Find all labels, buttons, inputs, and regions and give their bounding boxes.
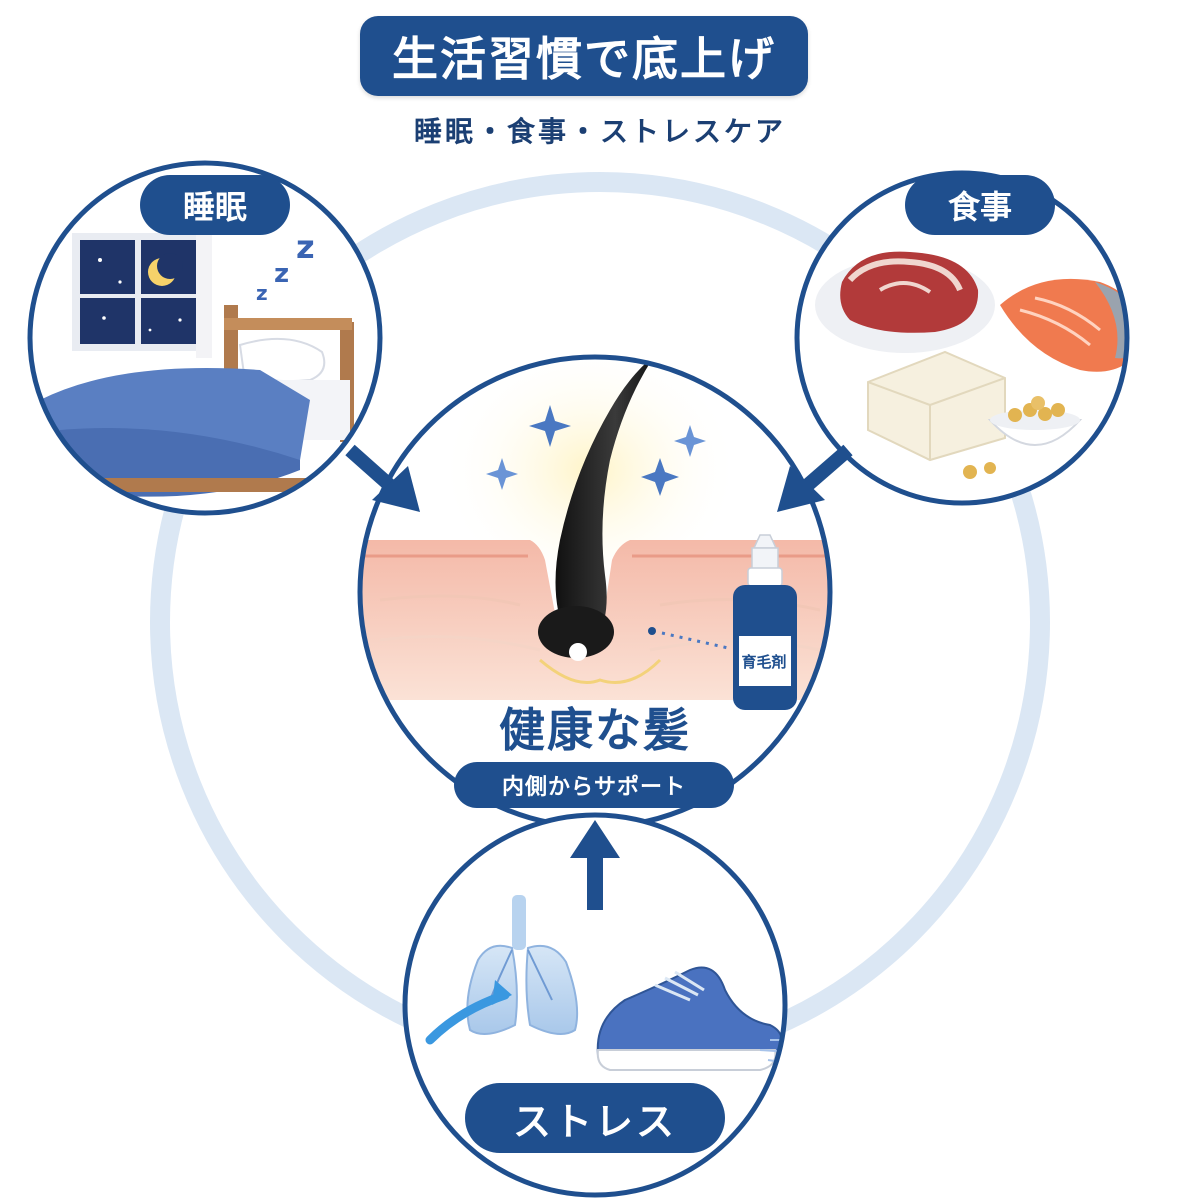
center-circle [357, 354, 833, 830]
support-badge: 内側からサポート [454, 762, 734, 808]
svg-text:z: z [274, 259, 289, 289]
diet-circle [794, 170, 1130, 506]
page-title: 生活習慣で底上げ [360, 16, 808, 96]
sleep-label: 睡眠 [140, 175, 290, 235]
sleep-circle: z z z [27, 160, 383, 516]
sleep-bed-icon: z z z [40, 228, 354, 497]
hair-tonic-bottle-label: 育毛剤 [741, 652, 787, 671]
stress-label: ストレス [465, 1083, 725, 1153]
diet-label: 食事 [905, 175, 1055, 235]
hair-follicle-icon [360, 357, 830, 710]
page-subtitle: 睡眠・食事・ストレスケア [413, 115, 786, 148]
arrow-sleep-to-center [345, 444, 420, 512]
arrow-diet-to-center [777, 444, 853, 512]
svg-text:z: z [296, 228, 315, 266]
breathing-exercise-icon [425, 895, 785, 1071]
center-heading: 健康な髪 [499, 703, 691, 757]
protein-food-icon [815, 251, 1127, 479]
arrow-stress-to-center [570, 820, 620, 910]
svg-text:z: z [256, 281, 268, 305]
